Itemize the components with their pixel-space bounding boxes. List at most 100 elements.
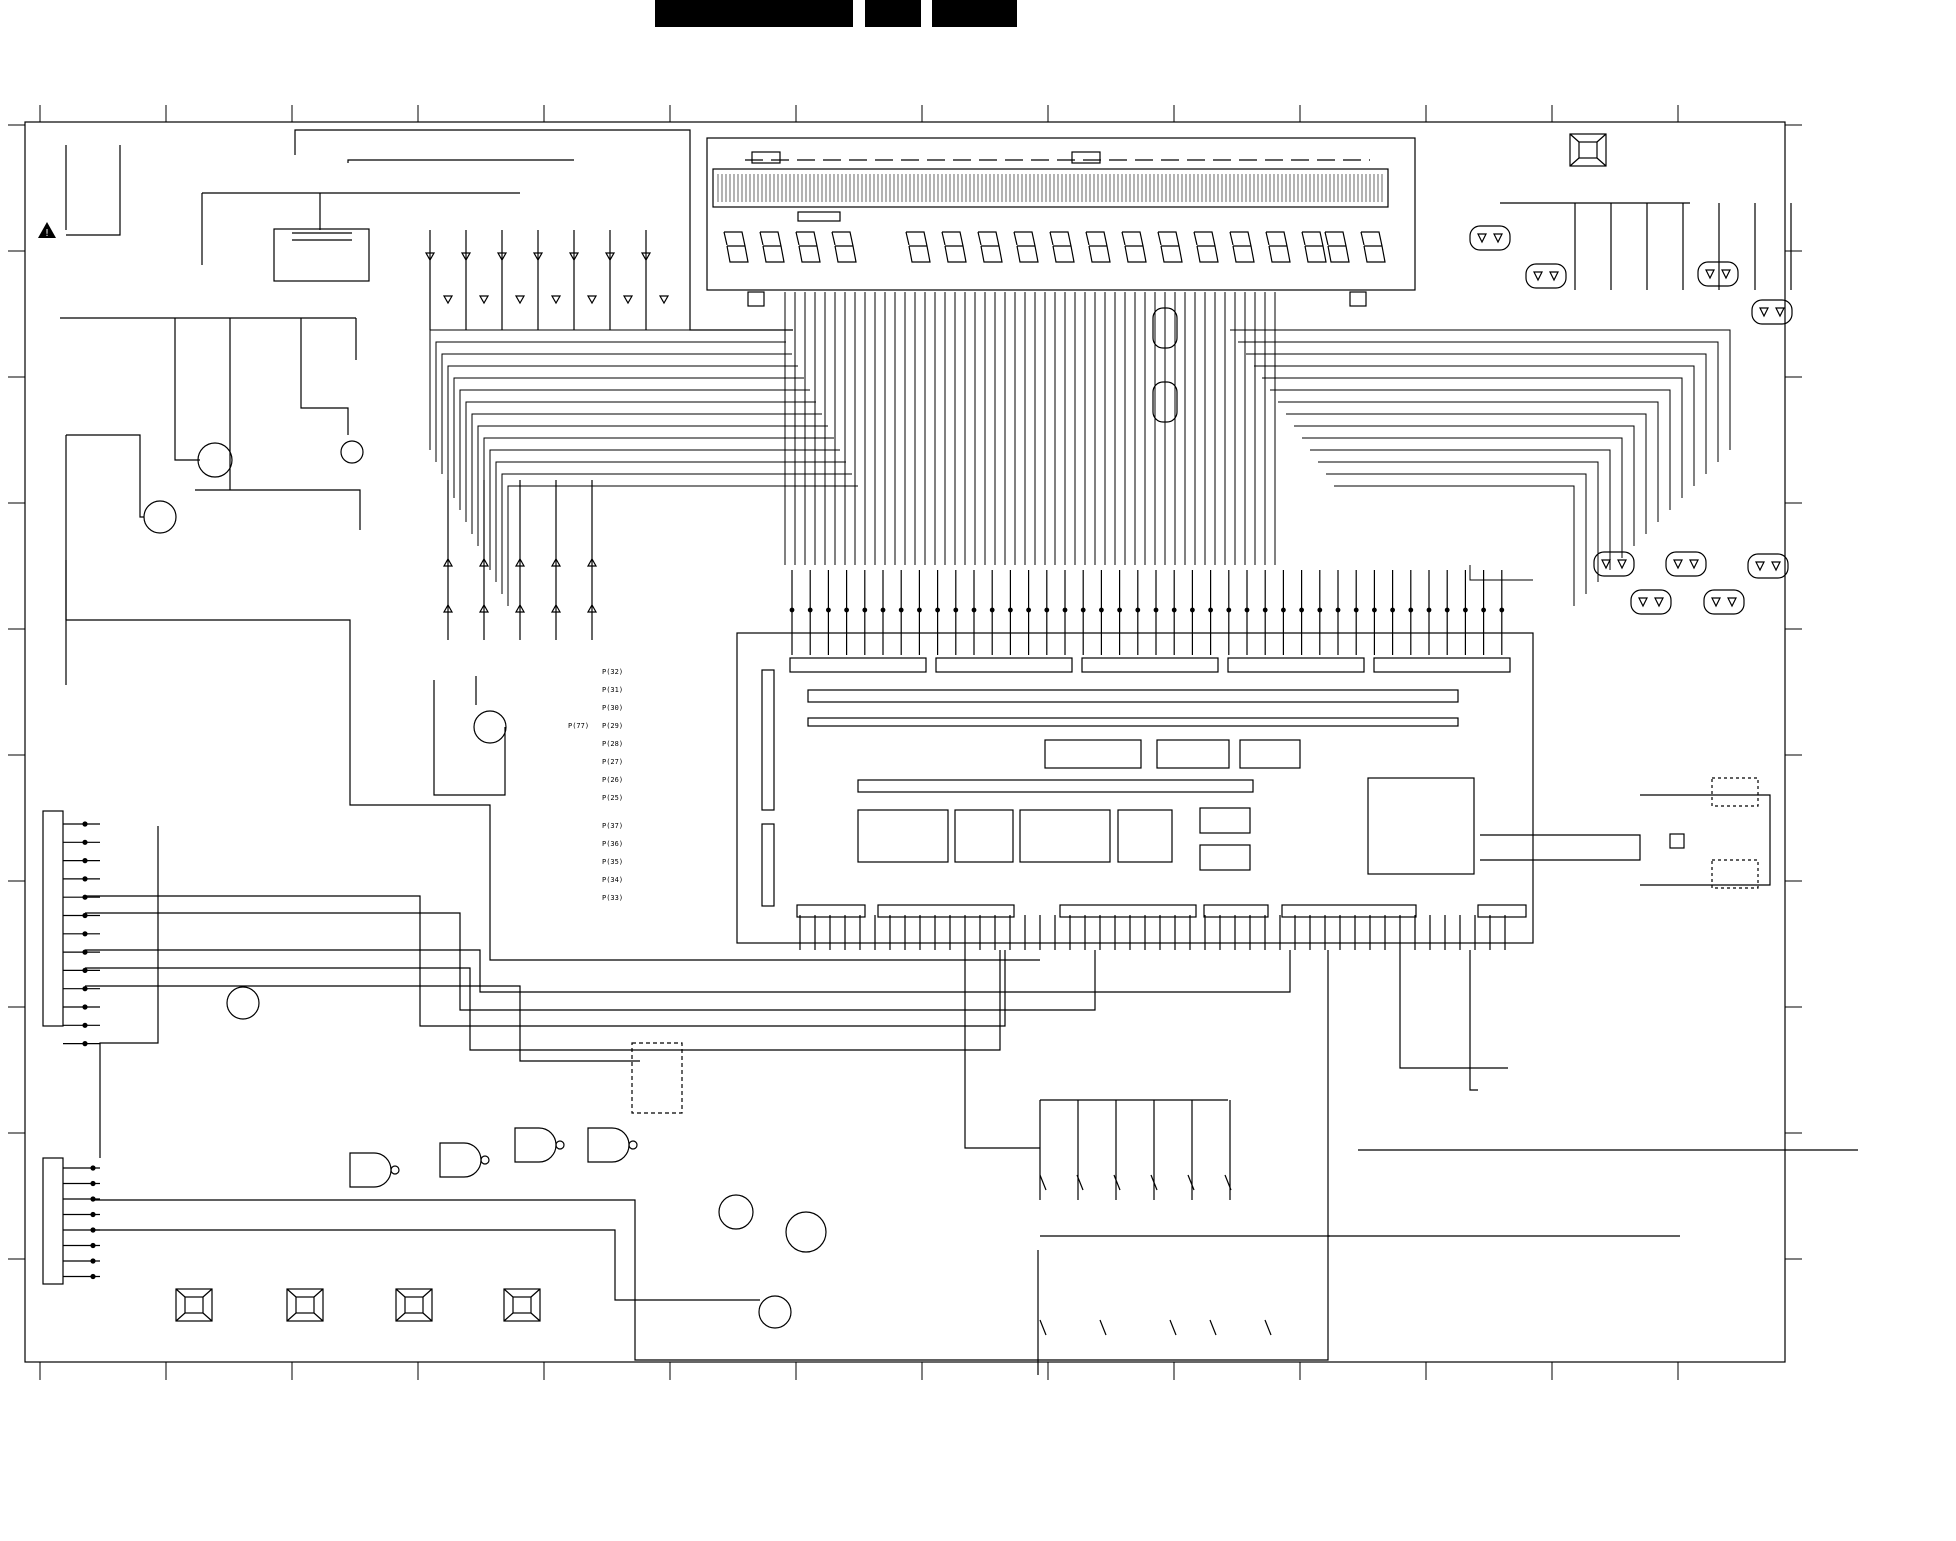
shield <box>175 1288 213 1322</box>
pin-node <box>1189 607 1195 613</box>
ic-block <box>807 689 1459 703</box>
vfd-digit <box>1193 231 1219 263</box>
led-pair <box>1525 263 1567 289</box>
ic-block <box>857 779 1254 793</box>
shield-corner <box>175 1288 186 1298</box>
pin-node <box>898 607 904 613</box>
crystal-cap-top <box>1711 777 1759 807</box>
pin-node <box>82 1040 88 1047</box>
vfd-digit <box>1229 231 1255 263</box>
power-section <box>60 129 1040 961</box>
transistor-p77 <box>473 710 507 744</box>
pin-node <box>1262 607 1268 613</box>
diode <box>514 295 526 305</box>
pin-node <box>917 607 922 613</box>
pin-node <box>82 986 88 992</box>
diode <box>424 252 436 262</box>
ic-port-block <box>1227 657 1365 673</box>
pin-node <box>1390 607 1395 613</box>
shield-corner <box>422 1312 433 1322</box>
pin-node <box>953 607 959 613</box>
wire <box>85 985 640 1062</box>
ic-block <box>1281 904 1417 918</box>
ic-block <box>1117 809 1173 863</box>
led-pair <box>1697 261 1739 287</box>
bus-line-right <box>1310 449 1611 570</box>
schmitt-gate <box>514 1127 557 1163</box>
bus-line-right <box>1326 473 1587 594</box>
pin-node <box>844 607 849 613</box>
shield-inner <box>184 1296 204 1314</box>
key-switch <box>1076 1174 1084 1191</box>
pin-node <box>90 1242 96 1249</box>
diode <box>586 603 598 613</box>
shield-corner <box>1569 157 1580 167</box>
shield <box>286 1288 324 1322</box>
diode <box>586 295 598 305</box>
wire <box>93 950 1329 1361</box>
bus-line-right <box>1302 437 1623 558</box>
ic-port-label: P(34) <box>602 876 623 884</box>
shield-corner <box>530 1312 541 1322</box>
pin-node <box>1062 607 1068 613</box>
main-ic-body <box>736 632 1534 944</box>
bus-line-left <box>459 389 810 510</box>
pin-node <box>807 607 813 613</box>
schmitt-gate <box>439 1142 482 1178</box>
transformer <box>273 228 370 282</box>
vfd-digit <box>1157 231 1183 263</box>
ic-port-label: P(28) <box>602 740 623 748</box>
led-pair <box>1665 551 1707 577</box>
gate-inverter <box>390 1165 400 1175</box>
bus-line-left <box>471 413 822 534</box>
shield <box>1569 133 1607 167</box>
bus-line-left <box>465 401 816 522</box>
vfd-digit <box>831 231 857 263</box>
pin-node <box>1008 607 1013 613</box>
shield-corner <box>503 1312 514 1322</box>
header-block-1 <box>655 0 853 27</box>
ic-block <box>807 717 1459 727</box>
schmitt-gate <box>349 1152 392 1188</box>
vfd-digit <box>1121 231 1147 263</box>
vfd-indicator-right <box>1071 151 1101 164</box>
ic-port-label: P(29) <box>602 722 623 730</box>
shield-corner <box>530 1288 541 1298</box>
vfd-indicator-left <box>751 151 781 164</box>
vfd-digit <box>795 231 821 263</box>
led-pair <box>1751 299 1793 325</box>
vfd-digit <box>1360 231 1386 263</box>
led-pair <box>1747 553 1789 579</box>
gate-inverter <box>480 1155 490 1165</box>
bus-line-right <box>1294 425 1635 546</box>
diode <box>514 557 526 567</box>
wire <box>85 895 1006 1027</box>
ic-block <box>1199 807 1251 834</box>
diode <box>550 557 562 567</box>
bus-line-right <box>1286 413 1647 534</box>
ic-port-label: P(31) <box>602 686 623 694</box>
shield-symbols <box>175 133 1607 1322</box>
shield <box>395 1288 433 1322</box>
bus-line-left <box>447 365 798 486</box>
transistor-p77-label: P(77) <box>568 722 589 730</box>
shield <box>503 1288 541 1322</box>
pin-node <box>90 1258 96 1264</box>
ic-port-labels-lower: P(37)P(36)P(35)P(34)P(33) <box>602 822 623 902</box>
ic-block <box>1477 904 1527 918</box>
bus-line-right <box>1254 365 1695 486</box>
led <box>1549 271 1559 282</box>
transistor-left <box>226 986 260 1020</box>
ic-port-block <box>1081 657 1219 673</box>
ic-block <box>1199 844 1251 871</box>
led-pairs <box>1152 202 1793 615</box>
pin-node <box>1353 607 1359 613</box>
pin-node <box>1117 607 1122 613</box>
pin-node <box>82 857 88 864</box>
bus-line-right <box>1270 389 1671 510</box>
ic-block <box>1367 777 1475 875</box>
led-pair <box>1703 589 1745 615</box>
led <box>1721 269 1731 280</box>
diode <box>478 603 490 613</box>
